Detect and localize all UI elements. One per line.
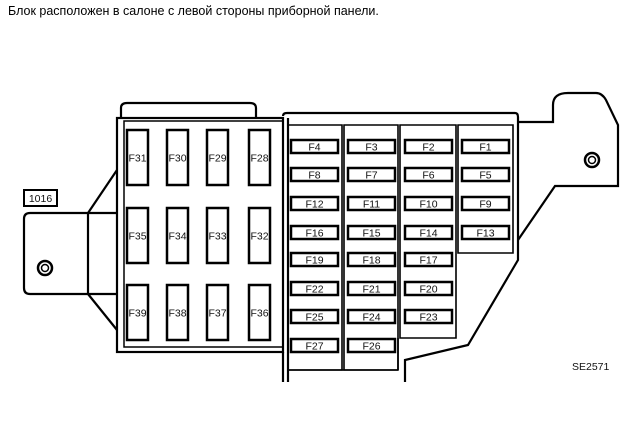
fuse-label: F27 <box>305 341 323 353</box>
fuse-f34: F34 <box>165 206 190 265</box>
fuse-f32: F32 <box>247 206 272 265</box>
left-bracket-bolt-icon <box>36 259 54 277</box>
fuse-label: F30 <box>168 153 186 165</box>
fuse-label: F13 <box>476 228 494 240</box>
fuse-f9: F9 <box>460 195 511 212</box>
right-bracket-bolt-icon <box>583 151 601 169</box>
fuse-label: F12 <box>305 199 323 211</box>
figure-code: SE2571 <box>572 361 610 373</box>
fuse-f21: F21 <box>346 280 397 297</box>
fuse-f29: F29 <box>205 128 230 187</box>
fuse-label: F9 <box>479 199 491 211</box>
fuse-f39: F39 <box>125 283 150 342</box>
fuse-f28: F28 <box>247 128 272 187</box>
fuse-f4: F4 <box>289 138 340 155</box>
fuse-label: F17 <box>419 255 437 267</box>
fuse-f17: F17 <box>403 251 454 268</box>
fuse-label: F16 <box>305 228 323 240</box>
fuse-f22: F22 <box>289 280 340 297</box>
fuse-label: F20 <box>419 284 437 296</box>
fuse-label: F1 <box>479 142 491 154</box>
fuse-label: F39 <box>128 308 146 320</box>
left-mounting-bracket <box>22 169 118 331</box>
fuse-f10: F10 <box>403 195 454 212</box>
fuse-label: F6 <box>422 170 434 182</box>
fuse-label: F5 <box>479 170 491 182</box>
fuse-f20: F20 <box>403 280 454 297</box>
fuse-f38: F38 <box>165 283 190 342</box>
fuse-label: F22 <box>305 284 323 296</box>
connector-label: 1016 <box>29 193 53 205</box>
fuse-f1: F1 <box>460 138 511 155</box>
connector-label-box <box>23 189 58 207</box>
fuse-f25: F25 <box>289 308 340 325</box>
fuse-f24: F24 <box>346 308 397 325</box>
fuse-f12: F12 <box>289 195 340 212</box>
fuse-f31: F31 <box>125 128 150 187</box>
fuse-label: F14 <box>419 228 437 240</box>
right-mounting-bracket <box>517 91 620 241</box>
fuse-f36: F36 <box>247 283 272 342</box>
diagram-caption: Блок расположен в салоне с левой стороны… <box>8 4 379 18</box>
fuse-label: F28 <box>250 153 268 165</box>
fuse-f23: F23 <box>403 308 454 325</box>
fuse-label: F36 <box>250 308 268 320</box>
fuse-f8: F8 <box>289 166 340 183</box>
fuse-label: F38 <box>168 308 186 320</box>
fuse-label: F32 <box>250 231 268 243</box>
right-block-outer <box>281 111 520 382</box>
fuse-label: F10 <box>419 199 437 211</box>
fuse-label: F15 <box>362 228 380 240</box>
fuse-label: F23 <box>419 312 437 324</box>
fuse-f14: F14 <box>403 224 454 241</box>
fuse-label: F35 <box>128 231 146 243</box>
fuse-f26: F26 <box>346 337 397 354</box>
fuse-label: F18 <box>362 255 380 267</box>
fuse-f18: F18 <box>346 251 397 268</box>
fuse-label: F25 <box>305 312 323 324</box>
left-block-top-cap <box>119 101 258 117</box>
fuse-f7: F7 <box>346 166 397 183</box>
fuse-label: F31 <box>128 153 146 165</box>
fuse-label: F7 <box>365 170 377 182</box>
fuse-f11: F11 <box>346 195 397 212</box>
fuse-label: F2 <box>422 142 434 154</box>
fuse-f3: F3 <box>346 138 397 155</box>
fuse-f2: F2 <box>403 138 454 155</box>
fuse-label: F24 <box>362 312 380 324</box>
fuse-label: F33 <box>208 231 226 243</box>
fuse-f5: F5 <box>460 166 511 183</box>
fuse-f6: F6 <box>403 166 454 183</box>
fuse-label: F3 <box>365 142 377 154</box>
fuse-label: F34 <box>168 231 186 243</box>
fuse-label: F29 <box>208 153 226 165</box>
fuse-f15: F15 <box>346 224 397 241</box>
fuse-f30: F30 <box>165 128 190 187</box>
fuse-label: F21 <box>362 284 380 296</box>
fuse-label: F19 <box>305 255 323 267</box>
fuse-f13: F13 <box>460 224 511 241</box>
fuse-f35: F35 <box>125 206 150 265</box>
fuse-f16: F16 <box>289 224 340 241</box>
fuse-f37: F37 <box>205 283 230 342</box>
fuse-label: F26 <box>362 341 380 353</box>
fuse-label: F37 <box>208 308 226 320</box>
fuse-label: F11 <box>363 199 380 211</box>
fuse-f33: F33 <box>205 206 230 265</box>
fuse-f27: F27 <box>289 337 340 354</box>
fuse-label: F4 <box>308 142 320 154</box>
fuse-f19: F19 <box>289 251 340 268</box>
fuse-label: F8 <box>308 170 320 182</box>
